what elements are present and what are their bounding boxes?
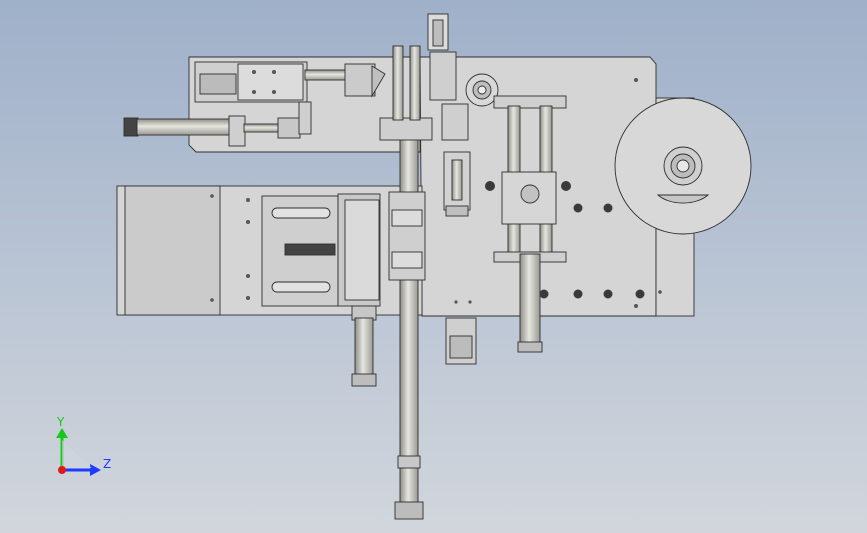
pneumatic-tower (427, 13, 469, 141)
left-vertical-cylinder (351, 305, 377, 387)
z-axis-label: Z (103, 457, 111, 471)
central-lifting-rod (379, 45, 433, 520)
guide-roller (465, 73, 499, 107)
guide-column (493, 95, 567, 353)
sensor-block (445, 317, 477, 365)
y-axis-label: Y (56, 415, 65, 429)
fastener-holes (210, 70, 662, 308)
small-actuator (443, 151, 471, 217)
horizontal-cylinder (123, 101, 312, 147)
axis-triad: Y Z (56, 415, 111, 476)
label-reel (614, 97, 752, 235)
slide-slot (284, 243, 336, 256)
